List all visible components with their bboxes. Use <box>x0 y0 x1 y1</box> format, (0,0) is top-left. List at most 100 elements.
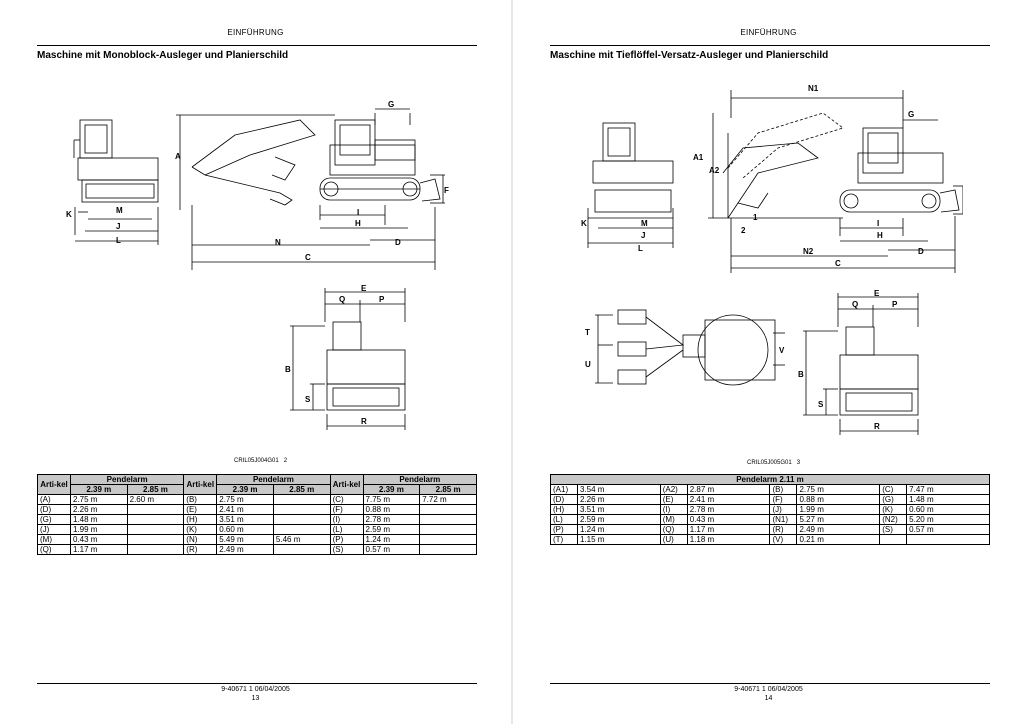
dim-label-U: U <box>585 360 591 369</box>
footer-rule <box>550 683 990 684</box>
machine-rear-view-drawing: E Q P B S R <box>798 289 919 435</box>
value-cell: 0.88 m <box>796 494 881 505</box>
dim-label-M: M <box>641 219 648 228</box>
column-header-group: Pendelarm <box>362 474 478 485</box>
value-cell: 7.47 m <box>906 484 990 495</box>
dim-label-A2: A2 <box>709 166 720 175</box>
article-cell: (A2) <box>659 484 688 495</box>
article-cell: (I) <box>329 514 364 525</box>
article-cell: (L) <box>329 524 364 535</box>
dim-label-S: S <box>818 400 824 409</box>
dim-label-N1: N1 <box>808 84 819 93</box>
value-cell: 3.51 m <box>216 514 274 525</box>
dim-label-F: F <box>444 186 449 195</box>
table-row: (P)1.24 m(Q)1.17 m(R)2.49 m(S)0.57 m <box>550 524 990 535</box>
table-header-row: Pendelarm 2.11 m <box>550 474 990 485</box>
page-footer: 9-40671 1 06/04/2005 13 <box>0 685 511 703</box>
header-rule <box>37 45 477 46</box>
article-cell <box>879 534 908 545</box>
value-cell: 0.43 m <box>686 514 771 525</box>
article-cell: (I) <box>659 504 688 515</box>
value-cell: 2.60 m <box>126 494 185 505</box>
table-row: (D)2.26 m(E)2.41 m(F)0.88 m(G)1.48 m <box>550 494 990 505</box>
dim-label-J: J <box>641 231 645 240</box>
article-cell: (C) <box>329 494 364 505</box>
value-cell: 2.59 m <box>362 524 421 535</box>
article-cell: (B) <box>183 494 218 505</box>
value-cell: 2.59 m <box>576 514 661 525</box>
dim-label-I: I <box>357 208 359 217</box>
value-cell <box>126 544 185 555</box>
value-cell: 1.48 m <box>69 514 128 525</box>
dim-label-H: H <box>355 219 361 228</box>
article-cell: (K) <box>183 524 218 535</box>
value-cell: 0.21 m <box>796 534 881 545</box>
value-cell <box>419 514 477 525</box>
value-cell: 2.26 m <box>576 494 661 505</box>
value-cell: 1.99 m <box>69 524 128 535</box>
dim-label-E: E <box>361 284 367 293</box>
table-row: (J)1.99 m(K)0.60 m(L)2.59 m <box>37 524 477 535</box>
value-cell: 0.88 m <box>362 504 421 515</box>
subheader-arm-2: 2.85 m <box>272 484 331 495</box>
value-cell: 0.57 m <box>906 524 990 535</box>
article-cell: (M) <box>659 514 688 525</box>
article-cell: (J) <box>37 524 71 535</box>
dim-label-N: N <box>275 238 281 247</box>
value-cell: 5.27 m <box>796 514 881 525</box>
value-cell: 2.49 m <box>216 544 274 555</box>
article-cell: (T) <box>550 534 578 545</box>
dimensions-table: Pendelarm 2.11 m(A1)3.54 m(A2)2.87 m(B)2… <box>550 474 990 545</box>
dim-label-B: B <box>285 365 291 374</box>
value-cell: 2.41 m <box>686 494 771 505</box>
value-cell <box>126 524 185 535</box>
table-row: (D)2.26 m(E)2.41 m(F)0.88 m <box>37 504 477 515</box>
right-page: EINFÜHRUNG Maschine mit Tieflöffel-Versa… <box>513 0 1024 724</box>
article-cell: (E) <box>659 494 688 505</box>
page-title: Maschine mit Monoblock-Ausleger und Plan… <box>37 50 289 61</box>
value-cell: 1.24 m <box>576 524 661 535</box>
article-cell: (H) <box>183 514 218 525</box>
value-cell <box>419 544 477 555</box>
figure-number: 3 <box>796 460 801 466</box>
machine-rear-view-drawing: E Q P B S R <box>285 284 406 430</box>
figure-reference: CRIL05J005G01 3 <box>747 460 800 466</box>
article-cell: (K) <box>879 504 908 515</box>
footer-document-id: 9-40671 1 06/04/2005 <box>734 686 803 693</box>
article-cell: (N2) <box>879 514 908 525</box>
value-cell <box>126 504 185 515</box>
page-number: 14 <box>764 695 773 702</box>
article-cell: (F) <box>769 494 798 505</box>
dim-label-G: G <box>908 110 914 119</box>
value-cell: 2.87 m <box>686 484 771 495</box>
article-cell: (N1) <box>769 514 798 525</box>
article-cell: (P) <box>329 534 364 545</box>
value-cell <box>126 514 185 525</box>
value-cell: 1.17 m <box>69 544 128 555</box>
article-cell: (D) <box>37 504 71 515</box>
value-cell: 5.20 m <box>906 514 990 525</box>
machine-side-and-front-view-drawing: N1 G A1 A2 F 1 2 K M J L I H N2 D C <box>581 84 963 273</box>
dim-label-I: I <box>877 219 879 228</box>
dim-label-G: G <box>388 100 394 109</box>
dim-label-R: R <box>361 417 367 426</box>
value-cell: 1.99 m <box>796 504 881 515</box>
column-header-article: Arti-kel <box>37 474 71 495</box>
article-cell: (E) <box>183 504 218 515</box>
value-cell: 5.49 m <box>216 534 274 545</box>
value-cell: 1.17 m <box>686 524 771 535</box>
callout-1: 1 <box>753 213 758 222</box>
value-cell <box>272 514 331 525</box>
table-row: (H)3.51 m(I)2.78 m(J)1.99 m(K)0.60 m <box>550 504 990 515</box>
subheader-arm-1: 2.39 m <box>216 484 274 495</box>
article-cell: (S) <box>329 544 364 555</box>
article-cell: (S) <box>879 524 908 535</box>
figure-code: CRIL05J005G01 <box>747 460 792 466</box>
dim-label-S: S <box>305 395 311 404</box>
figure-number: 2 <box>283 458 288 464</box>
value-cell: 0.43 m <box>69 534 128 545</box>
